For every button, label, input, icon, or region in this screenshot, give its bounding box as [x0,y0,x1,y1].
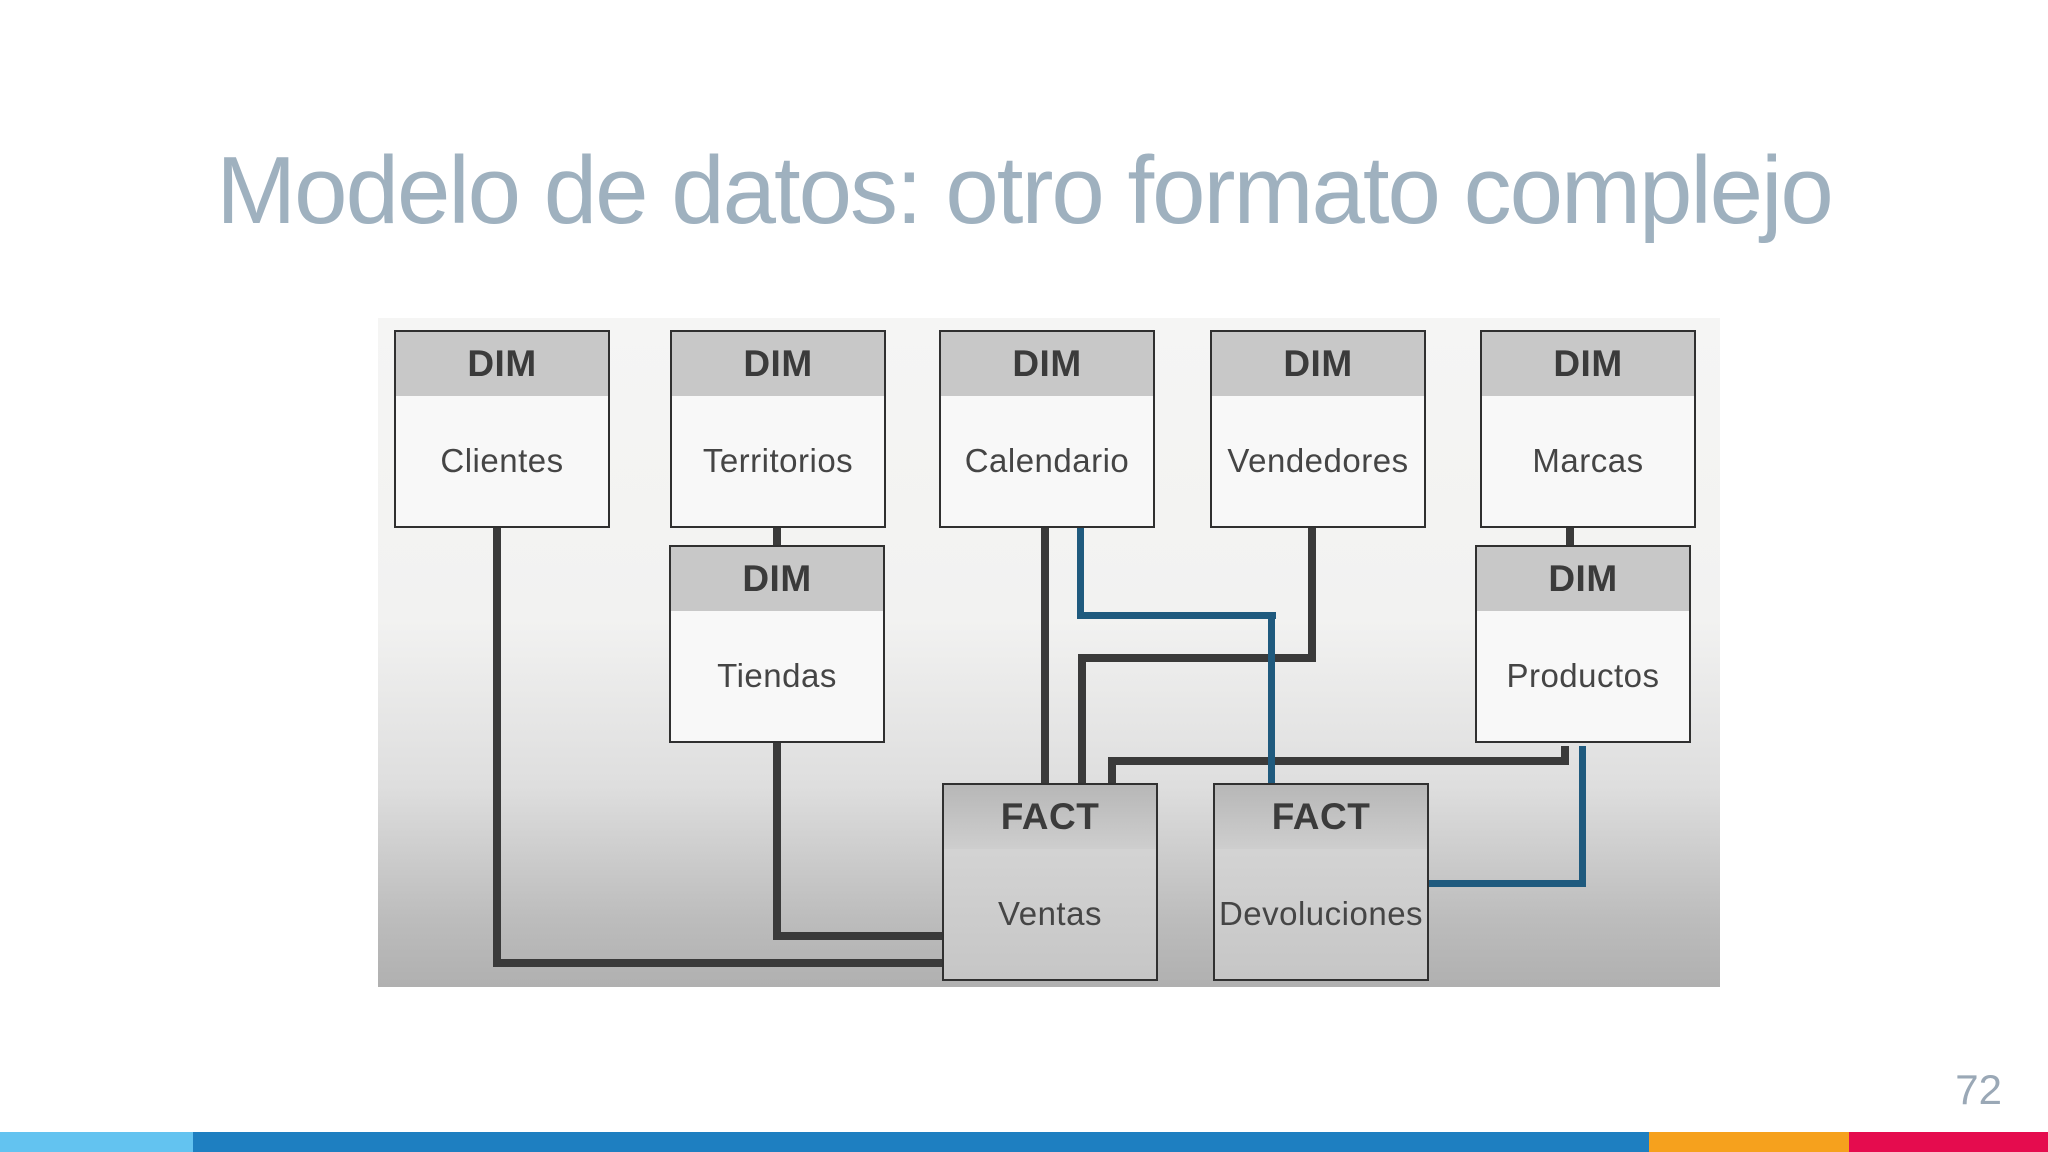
table-type-badge: DIM [396,332,608,396]
table-fact-devoluciones: FACT Devoluciones [1213,783,1429,981]
table-type-badge: DIM [1482,332,1694,396]
table-type-badge: FACT [1215,785,1427,849]
table-type-badge: DIM [941,332,1153,396]
table-name: Devoluciones [1218,895,1424,932]
table-fact-ventas: FACT Ventas [942,783,1158,981]
table-name: Calendario [964,442,1130,479]
connector-vendedores-ventas-v2 [1078,654,1086,783]
table-name: Territorios [702,442,854,479]
connector-productos-devoluciones-v [1579,746,1586,887]
connector-clientes-ventas-v [493,528,501,967]
table-dim-tiendas: DIM Tiendas [669,545,885,743]
table-type-badge: DIM [1477,547,1689,611]
table-dim-vendedores: DIM Vendedores [1210,330,1426,528]
table-dim-clientes: DIM Clientes [394,330,610,528]
connector-productos-devoluciones-h [1428,880,1586,887]
connector-vendedores-ventas-v1 [1308,528,1316,662]
connector-tiendas-ventas-v [773,743,781,940]
connector-calendario-devoluciones-v1 [1077,528,1084,619]
table-name: Clientes [440,442,564,479]
table-dim-productos: DIM Productos [1475,545,1691,743]
table-type-badge: DIM [671,547,883,611]
connector-tiendas-ventas-h [773,932,942,940]
table-type-badge: FACT [944,785,1156,849]
page-number: 72 [1955,1066,2002,1113]
footer-segment-lightblue [0,1132,193,1152]
table-name: Marcas [1532,442,1644,479]
table-dim-marcas: DIM Marcas [1480,330,1696,528]
connector-calendario-ventas [1041,528,1049,783]
table-type-badge: DIM [1212,332,1424,396]
table-dim-calendario: DIM Calendario [939,330,1155,528]
connector-productos-ventas-v1 [1561,746,1569,765]
connector-clientes-ventas-h [493,959,942,967]
table-type-badge: DIM [672,332,884,396]
table-dim-territorios: DIM Territorios [670,330,886,528]
connector-marcas-productos [1566,526,1574,547]
footer-segment-blue [193,1132,1649,1152]
footer-segment-orange [1649,1132,1849,1152]
table-name: Vendedores [1227,442,1409,479]
connector-productos-ventas-h [1108,757,1569,765]
connector-vendedores-ventas-h [1078,654,1316,662]
connector-calendario-devoluciones-v2 [1268,612,1275,783]
table-name: Ventas [998,895,1102,932]
footer-accent-bar [0,1132,2048,1152]
table-name: Tiendas [717,657,837,694]
footer-segment-red [1849,1132,2048,1152]
slide-title: Modelo de datos: otro formato complejo [216,137,1834,244]
connector-productos-ventas-v2 [1108,757,1116,783]
connector-calendario-devoluciones-h [1077,612,1276,619]
connector-territorios-tiendas [773,526,781,547]
data-model-diagram: DIM Clientes DIM Territorios DIM Calenda… [378,318,1720,987]
table-name: Productos [1506,657,1660,694]
